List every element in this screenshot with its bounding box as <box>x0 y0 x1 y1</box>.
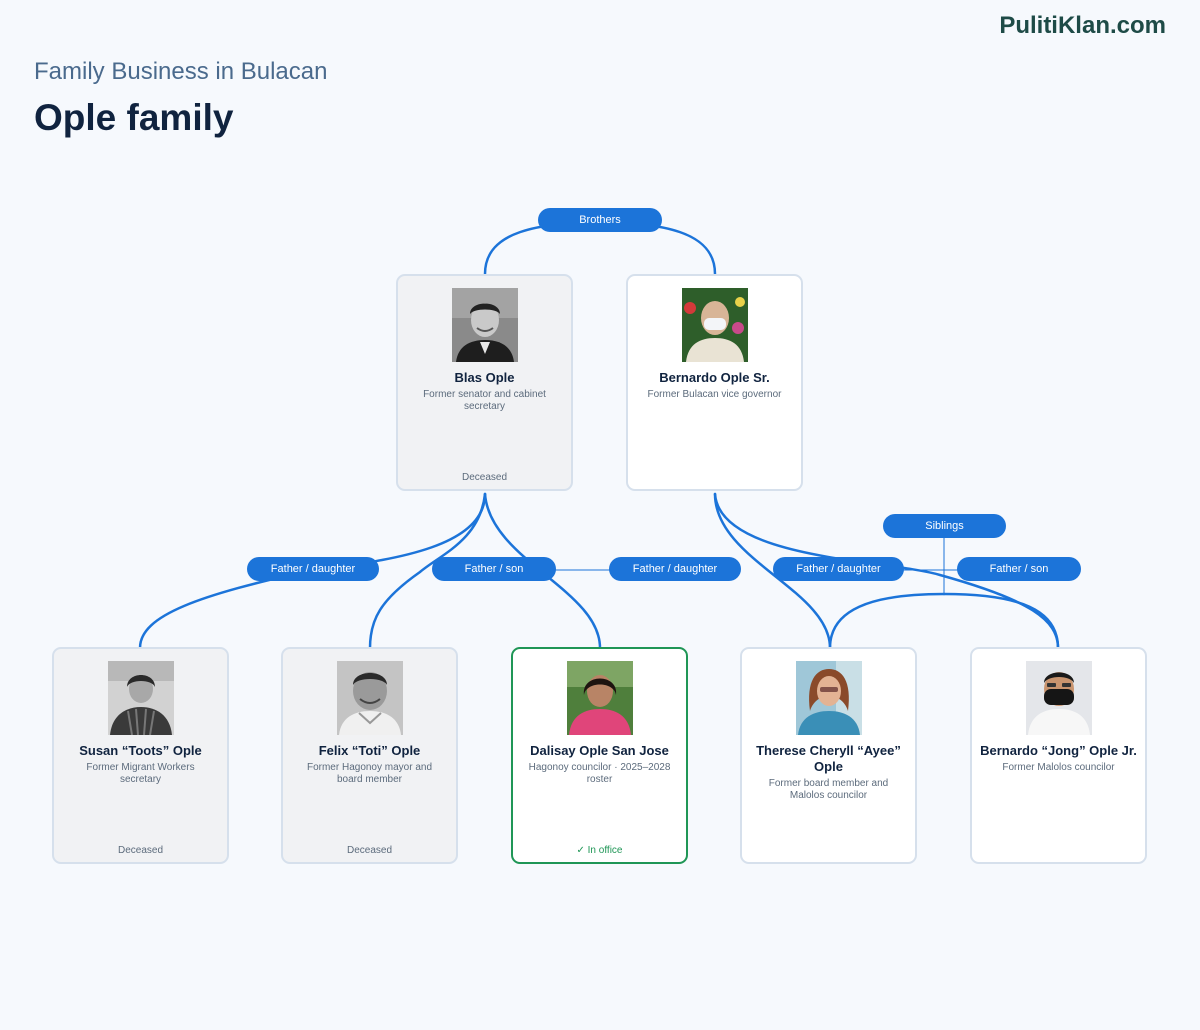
relation-blas-susan: Father / daughter <box>247 557 379 581</box>
portrait-photo <box>451 288 518 362</box>
person-name: Therese Cheryll “Ayee” Ople <box>756 743 901 774</box>
person-card-susan-ople[interactable]: Susan “Toots” Ople Former Migrant Worker… <box>52 647 229 864</box>
person-name: Bernardo Ople Sr. <box>659 370 770 385</box>
person-role: Former Malolos councilor <box>1002 762 1115 773</box>
relation-blas-dalisay: Father / daughter <box>609 557 741 581</box>
person-role: Former Hagonoy mayor and board member <box>306 762 433 785</box>
person-name: Dalisay Ople San Jose <box>530 743 669 758</box>
link-bernardo-therese <box>713 492 832 650</box>
person-role: Former senator and cabinet secretary <box>423 389 546 412</box>
portrait-photo <box>566 661 633 735</box>
person-role: Hagonoy councilor · 2025–2028 roster <box>528 762 671 785</box>
page-subtitle: Family Business in Bulacan <box>34 58 328 85</box>
person-card-bernardo-ople-sr[interactable]: Bernardo Ople Sr. Former Bulacan vice go… <box>626 274 803 491</box>
person-name: Felix “Toti” Ople <box>318 743 421 758</box>
portrait-photo <box>336 661 403 735</box>
relation-siblings: Siblings <box>883 514 1006 538</box>
portrait-photo <box>1025 661 1092 735</box>
relation-blas-felix: Father / son <box>432 557 556 581</box>
relation-bernardo-therese: Father / daughter <box>773 557 904 581</box>
person-name: Susan “Toots” Ople <box>79 743 202 758</box>
portrait-photo <box>107 661 174 735</box>
status-label: Deceased <box>461 472 508 483</box>
person-role: Former Migrant Workers secretary <box>86 762 195 785</box>
portrait-photo <box>795 661 862 735</box>
page-title: Ople family <box>34 97 234 138</box>
relation-brothers: Brothers <box>538 208 662 232</box>
person-name: Blas Ople <box>454 370 515 385</box>
person-card-felix-ople[interactable]: Felix “Toti” Ople Former Hagonoy mayor a… <box>281 647 458 864</box>
person-card-therese-ople[interactable]: Therese Cheryll “Ayee” Ople Former board… <box>740 647 917 864</box>
link-bernardo-jong <box>713 492 1060 650</box>
person-card-dalisay-ople-san-jose[interactable]: Dalisay Ople San Jose Hagonoy councilor … <box>511 647 688 864</box>
person-role: Former Bulacan vice governor <box>647 389 782 400</box>
person-card-bernardo-ople-jr[interactable]: Bernardo “Jong” Ople Jr. Former Malolos … <box>970 647 1147 864</box>
link-blas-felix <box>368 492 487 650</box>
person-card-blas-ople[interactable]: Blas Ople Former senator and cabinet sec… <box>396 274 573 491</box>
status-label: Deceased <box>117 845 164 856</box>
brand-logo[interactable]: PulitiKlan.com <box>999 12 1166 39</box>
link-sibling-jong <box>942 592 1060 650</box>
relation-bernardo-jong: Father / son <box>957 557 1081 581</box>
portrait-photo <box>681 288 748 362</box>
person-name: Bernardo “Jong” Ople Jr. <box>980 743 1137 758</box>
status-label: Deceased <box>346 845 393 856</box>
link-sibling-therese <box>828 592 946 650</box>
person-role: Former board member and Malolos councilo… <box>768 778 889 801</box>
in-office-badge: ✓ In office <box>576 845 623 856</box>
